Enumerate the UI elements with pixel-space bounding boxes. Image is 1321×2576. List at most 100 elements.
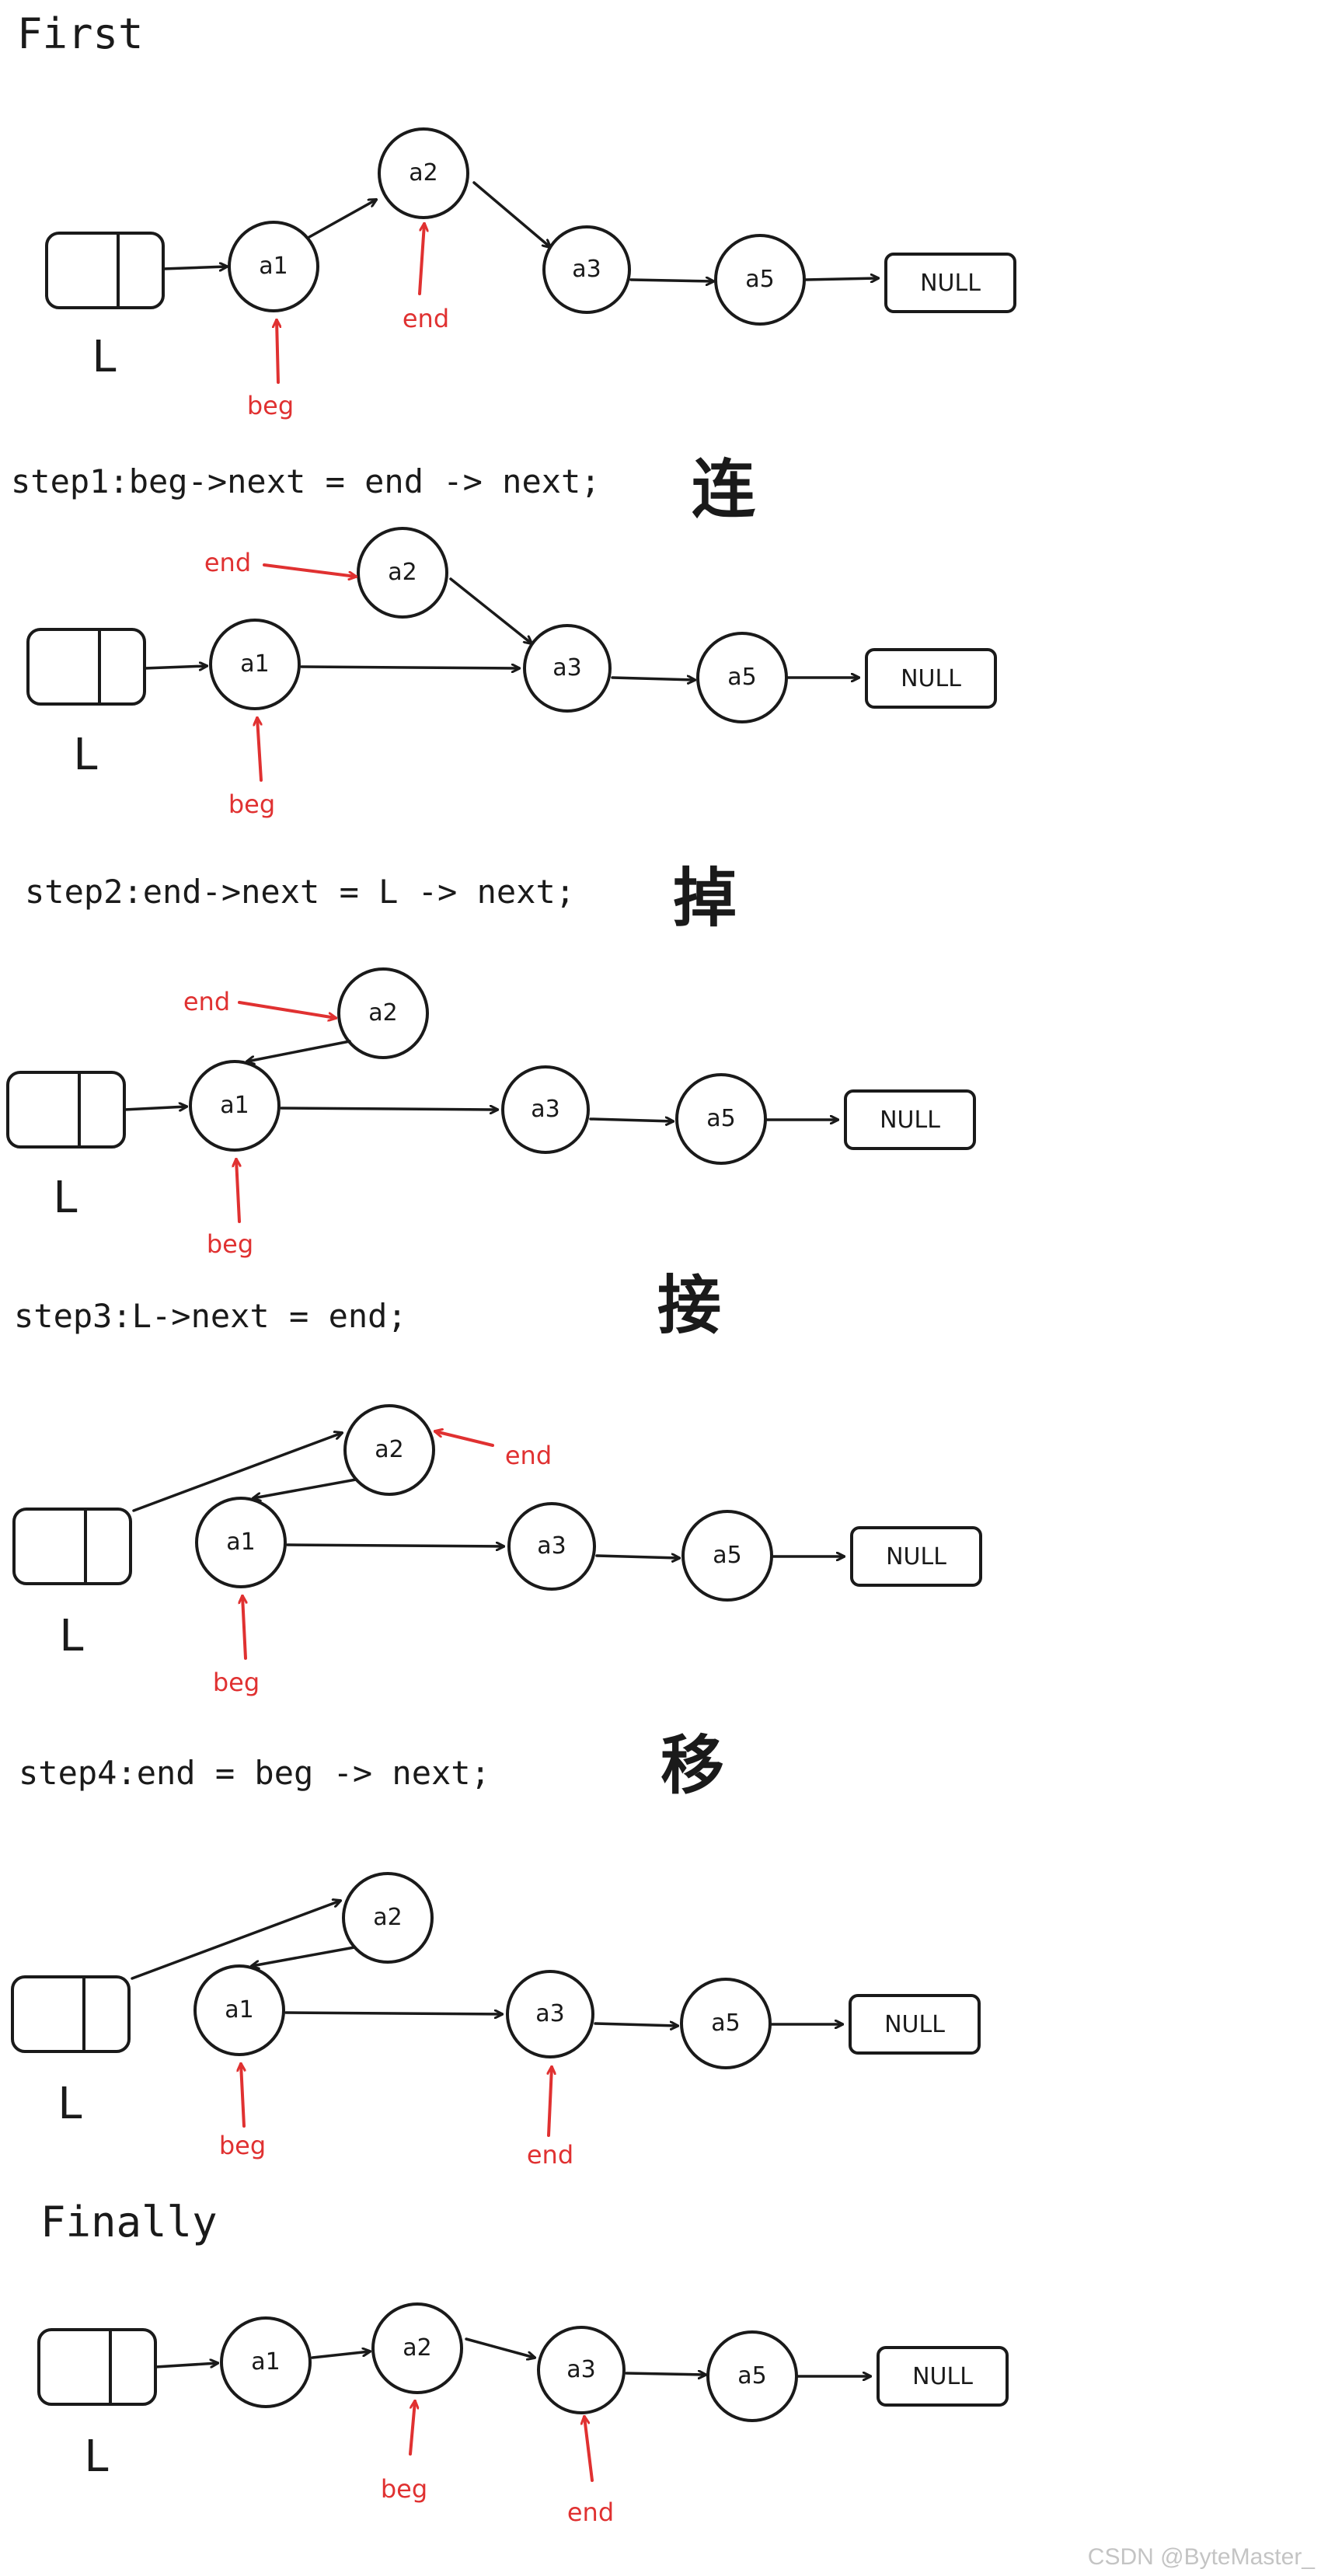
node-a2: [378, 127, 469, 219]
pointers: [277, 224, 424, 384]
node-a1: [220, 2316, 312, 2408]
node-a1: [189, 1060, 281, 1152]
node-a1: [193, 1964, 285, 2056]
step2-code: step2:end->next = L -> next;: [25, 873, 575, 911]
step1-code: step1:beg->next = end -> next;: [11, 462, 601, 500]
end-label: end: [403, 304, 449, 333]
pointers: [257, 563, 356, 782]
head-box: [45, 232, 165, 309]
node-a1: [195, 1497, 287, 1588]
step4-char: 移: [660, 1729, 724, 1803]
head-label: L: [92, 332, 118, 382]
node-label: a1: [251, 2348, 280, 2376]
node-label: a5: [706, 1105, 735, 1132]
null-label: NULL: [886, 1543, 946, 1570]
node-a2: [342, 1872, 434, 1964]
node-label: a3: [535, 2000, 564, 2027]
node-label: a1: [225, 1996, 253, 2024]
head-box: [6, 1071, 126, 1149]
node-a3: [501, 1065, 590, 1154]
heading-first: First: [17, 9, 144, 58]
beg-label: beg: [213, 1668, 260, 1697]
node-label: a2: [373, 1904, 402, 1931]
head-box: [26, 628, 146, 706]
head-box: [12, 1508, 132, 1585]
node-label: a3: [566, 2356, 595, 2383]
links: [132, 1433, 844, 1558]
beg-label: beg: [207, 1229, 253, 1259]
head-box: [11, 1975, 131, 2053]
node-label: a2: [375, 1436, 403, 1463]
node-label: a1: [240, 650, 269, 678]
node-a5: [696, 632, 788, 723]
node-label: a1: [220, 1092, 249, 1119]
node-label: a5: [713, 1542, 741, 1569]
null-box: [844, 1089, 976, 1150]
watermark: CSDN @ByteMaster_: [1088, 2544, 1316, 2570]
beg-label: beg: [228, 790, 275, 819]
step4-code: step4:end = beg -> next;: [19, 1754, 490, 1792]
step1-char: 连: [692, 453, 755, 527]
pointers: [236, 1001, 336, 1223]
null-label: NULL: [920, 270, 981, 297]
end-label: end: [527, 2140, 573, 2170]
head-label: L: [84, 2431, 110, 2482]
pointers: [409, 2401, 594, 2482]
node-a2: [371, 2302, 463, 2394]
links: [143, 577, 859, 680]
node-a5: [680, 1978, 772, 2069]
null-box: [849, 1994, 981, 2055]
null-box: [850, 1526, 982, 1587]
node-a1: [228, 221, 319, 312]
pointers: [242, 1431, 494, 1660]
node-a3: [537, 2326, 626, 2414]
node-label: a2: [409, 159, 437, 186]
head-label: L: [59, 1611, 85, 1661]
step2-char: 掉: [673, 862, 737, 936]
node-label: a1: [259, 253, 288, 280]
node-label: a3: [572, 256, 601, 283]
head-box: [37, 2328, 157, 2406]
node-label: a2: [388, 559, 417, 586]
node-a3: [507, 1502, 596, 1591]
node-a3: [542, 225, 631, 314]
node-label: a5: [745, 266, 774, 293]
links: [131, 1901, 842, 2026]
node-a5: [681, 1510, 773, 1602]
node-a2: [343, 1404, 435, 1496]
null-label: NULL: [884, 2011, 945, 2038]
end-label: end: [183, 987, 230, 1016]
node-label: a2: [368, 999, 397, 1027]
null-label: NULL: [912, 2363, 973, 2390]
node-label: a5: [711, 2010, 740, 2037]
node-a3: [506, 1970, 594, 2058]
end-label: end: [204, 548, 251, 577]
node-label: a3: [537, 1532, 566, 1560]
pointers: [241, 2064, 552, 2137]
node-a2: [357, 527, 448, 619]
end-label: end: [505, 1441, 552, 1470]
node-label: a3: [552, 654, 581, 681]
null-box: [877, 2346, 1009, 2407]
head-label: L: [58, 2079, 84, 2129]
node-a2: [337, 967, 429, 1059]
links: [154, 2337, 870, 2376]
beg-label: beg: [381, 2474, 427, 2504]
heading-finally: Finally: [40, 2198, 218, 2247]
step3-code: step3:L->next = end;: [14, 1297, 407, 1335]
node-a1: [209, 619, 301, 710]
null-label: NULL: [901, 665, 961, 692]
beg-label: beg: [247, 391, 294, 420]
head-label: L: [53, 1173, 79, 1223]
beg-label: beg: [219, 2131, 266, 2160]
null-box: [884, 253, 1016, 313]
links: [162, 181, 878, 281]
node-label: a3: [531, 1096, 559, 1123]
head-label: L: [73, 730, 99, 780]
step3-char: 接: [657, 1269, 721, 1343]
node-a5: [675, 1073, 767, 1165]
null-label: NULL: [880, 1107, 940, 1134]
links: [123, 1040, 838, 1121]
node-a5: [706, 2330, 798, 2422]
